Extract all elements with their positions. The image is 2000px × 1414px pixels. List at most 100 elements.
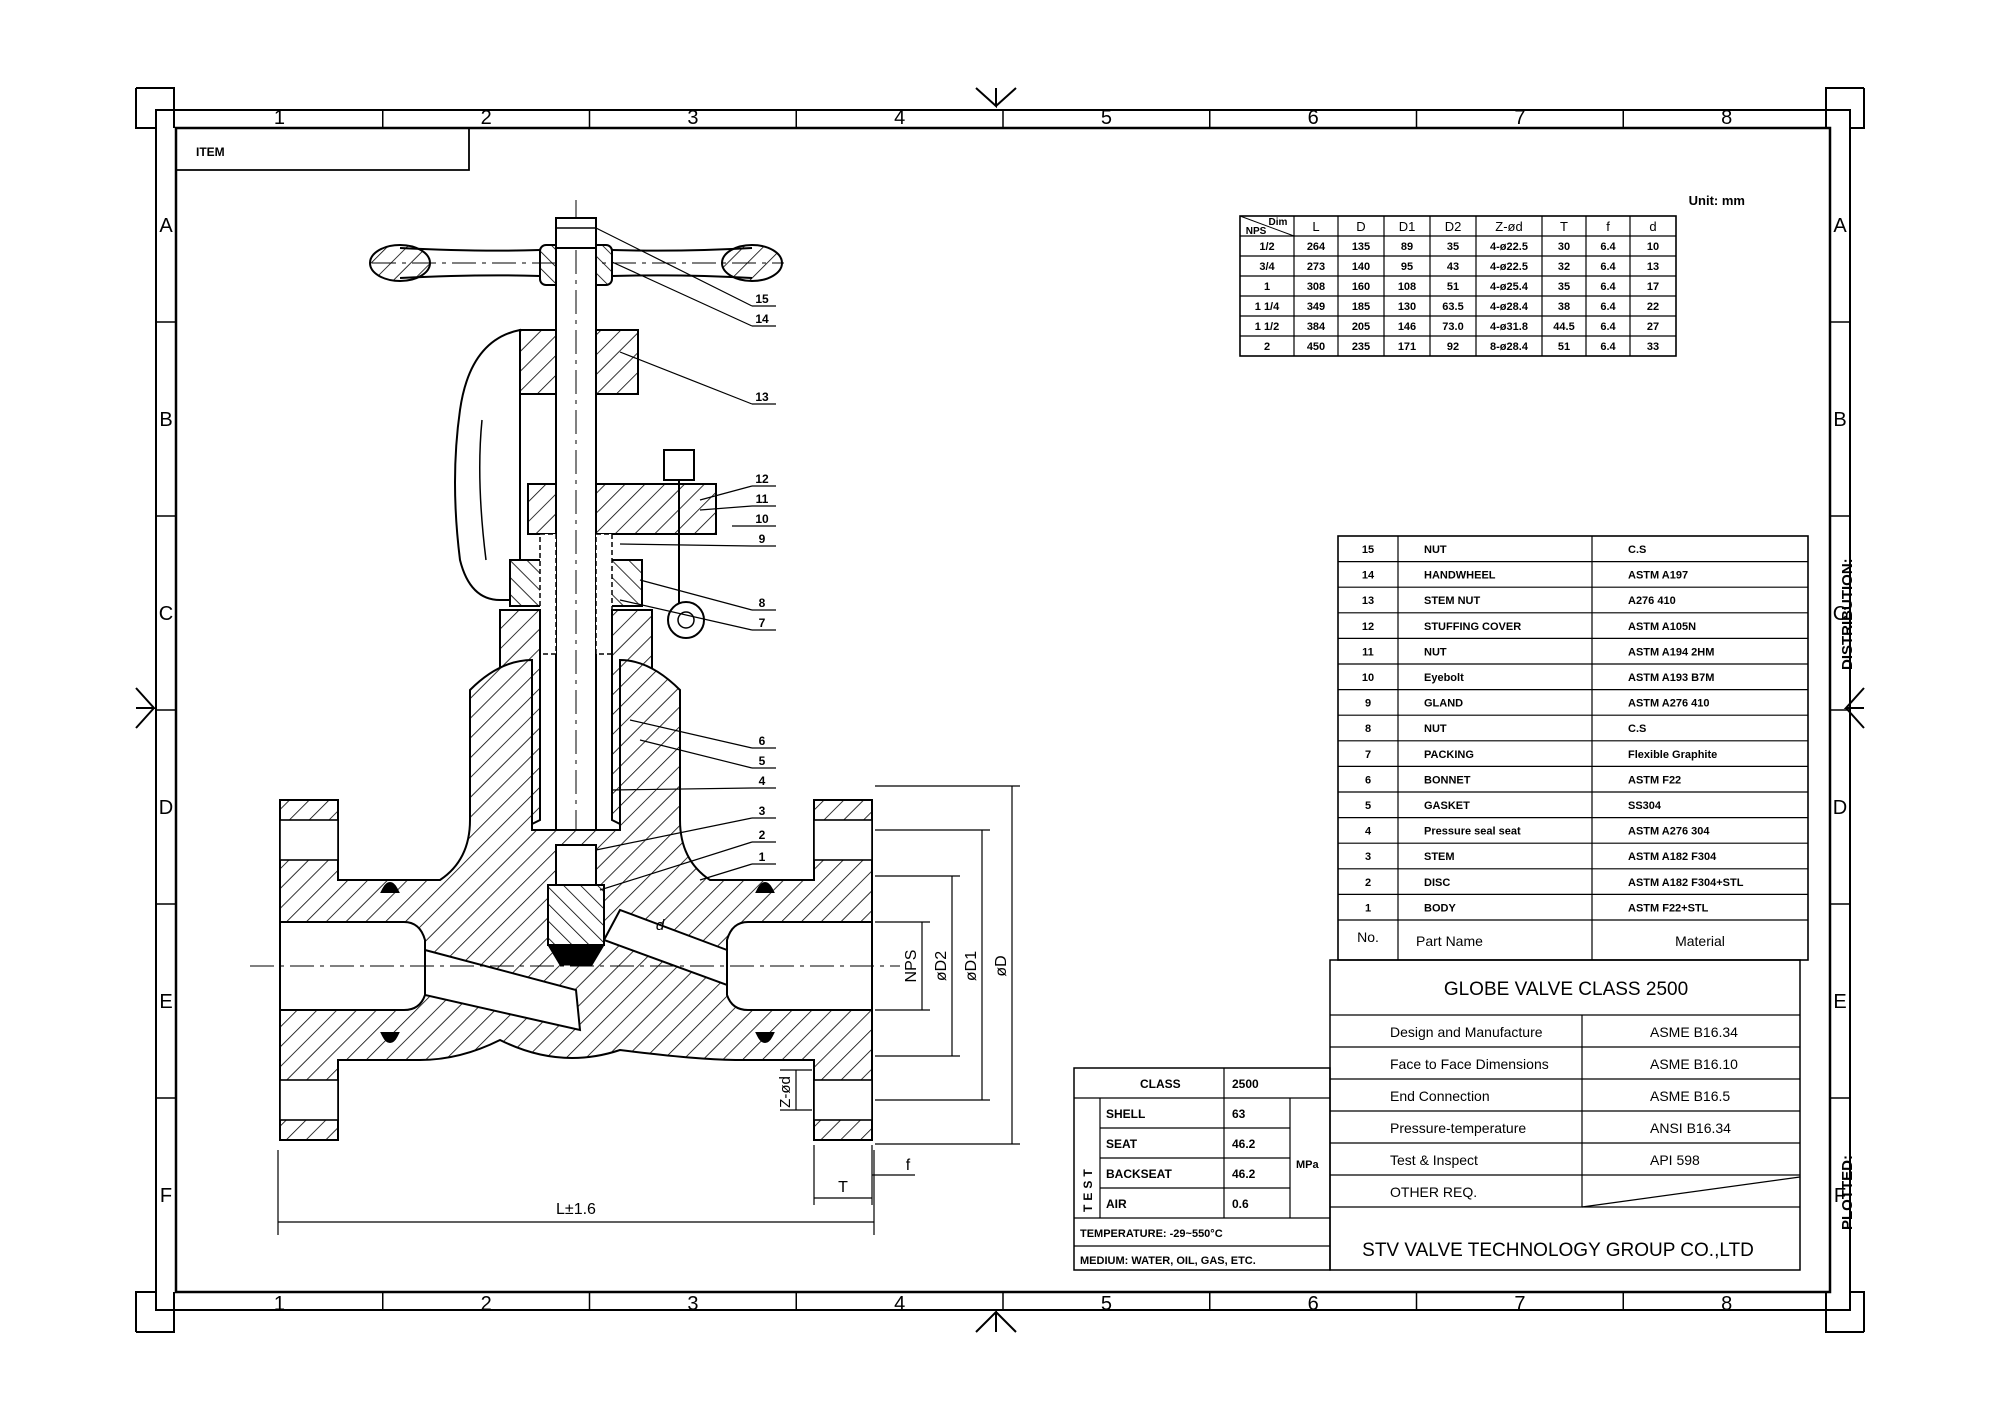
callout-number: 5 (759, 754, 766, 768)
row-label-right: D (1833, 797, 1847, 819)
column-label-top: 8 (1721, 107, 1732, 129)
column-label-bottom: 3 (687, 1293, 698, 1315)
column-label-bottom: 1 (274, 1293, 285, 1315)
part-material: A276 410 (1628, 595, 1676, 607)
test-row-value: 63 (1232, 1107, 1246, 1121)
row-label-left: D (159, 797, 173, 819)
column-label-bottom: 4 (894, 1293, 905, 1315)
part-material: Flexible Graphite (1628, 749, 1717, 761)
part-number: 3 (1365, 851, 1371, 863)
callout-number: 15 (755, 292, 769, 306)
dim-header: D1 (1399, 219, 1416, 234)
drawing-title: GLOBE VALVE CLASS 2500 (1444, 979, 1688, 1000)
yoke (454, 328, 521, 601)
dim-header: Z-ød (1495, 219, 1522, 234)
dim-cell: 6.4 (1600, 281, 1616, 293)
dim-cell: 135 (1352, 241, 1370, 253)
dim-header: L (1312, 219, 1319, 234)
part-name: STEM NUT (1424, 595, 1481, 607)
spec-label: End Connection (1390, 1088, 1490, 1104)
test-row-label: SHELL (1106, 1107, 1145, 1121)
spec-label: Face to Face Dimensions (1390, 1056, 1549, 1072)
part-number: 13 (1362, 595, 1374, 607)
dim-cell: 4-ø22.5 (1490, 241, 1528, 253)
row-label-right: E (1833, 991, 1846, 1013)
callout-number: 8 (759, 596, 766, 610)
part-name: NUT (1424, 646, 1447, 658)
part-material: ASTM F22 (1628, 774, 1681, 786)
test-row-value: 0.6 (1232, 1197, 1249, 1211)
part-material: ASTM F22+STL (1628, 902, 1709, 914)
test-row-label: SEAT (1106, 1137, 1138, 1151)
dim-cell: 185 (1352, 301, 1370, 313)
item-label: ITEM (196, 145, 225, 159)
dim-cell: 160 (1352, 281, 1370, 293)
dim-cell: 35 (1447, 241, 1459, 253)
part-name: NUT (1424, 544, 1447, 556)
column-label-bottom: 2 (481, 1293, 492, 1315)
part-name: DISC (1424, 877, 1450, 889)
part-number: 4 (1365, 826, 1372, 838)
top-nut (555, 217, 597, 249)
dim-T: T (838, 1179, 848, 1196)
part-name: Pressure seal seat (1424, 826, 1521, 838)
plotted-label: PLOTTED: (1839, 1155, 1856, 1230)
dim-cell: 6.4 (1600, 341, 1616, 353)
dim-cell: 4-ø28.4 (1490, 301, 1529, 313)
dim-cell: 4-ø31.8 (1490, 321, 1528, 333)
spec-value: ASME B16.34 (1650, 1024, 1738, 1040)
part-number: 9 (1365, 698, 1371, 710)
dim-cell: 4-ø25.4 (1490, 281, 1529, 293)
callout-number: 7 (759, 616, 766, 630)
dim-cell: 235 (1352, 341, 1370, 353)
row-label-left: F (160, 1185, 172, 1207)
dim-f: f (906, 1157, 911, 1174)
dim-D1: øD1 (963, 951, 980, 981)
dim-cell: 349 (1307, 301, 1325, 313)
dim-cell: 51 (1447, 281, 1459, 293)
column-label-bottom: 5 (1101, 1293, 1112, 1315)
spec-label: OTHER REQ. (1390, 1184, 1477, 1200)
dim-cell: 1 1/2 (1255, 321, 1279, 333)
dim-cell: 108 (1398, 281, 1416, 293)
callout-number: 13 (755, 390, 769, 404)
part-material: ASTM A276 410 (1628, 698, 1710, 710)
dim-header: D (1356, 219, 1365, 234)
dim-cell: 6.4 (1600, 241, 1616, 253)
part-name: GLAND (1424, 698, 1463, 710)
dim-cell: 1 1/4 (1255, 301, 1280, 313)
class-label: CLASS (1140, 1077, 1181, 1091)
part-material: ASTM A182 F304 (1628, 851, 1717, 863)
dim-cell: 171 (1398, 341, 1416, 353)
dim-cell: 205 (1352, 321, 1370, 333)
dim-cell: 95 (1401, 261, 1413, 273)
part-number: 8 (1365, 723, 1371, 735)
spec-label: Test & Inspect (1390, 1152, 1478, 1168)
dim-cell: 8-ø28.4 (1490, 341, 1529, 353)
test-row-label: AIR (1106, 1197, 1127, 1211)
row-label-right: A (1833, 215, 1847, 237)
part-number: 15 (1362, 544, 1374, 556)
part-number: 7 (1365, 749, 1371, 761)
dim-cell: 22 (1647, 301, 1659, 313)
dim-cell: 273 (1307, 261, 1325, 273)
part-material: ASTM A276 304 (1628, 826, 1710, 838)
part-name: STEM (1424, 851, 1455, 863)
part-name: STUFFING COVER (1424, 621, 1521, 633)
class-value: 2500 (1232, 1077, 1259, 1091)
column-label-top: 1 (274, 107, 285, 129)
column-label-top: 2 (481, 107, 492, 129)
part-number: 12 (1362, 621, 1374, 633)
dim-cell: 92 (1447, 341, 1459, 353)
dim-cell: 6.4 (1600, 261, 1616, 273)
part-material: C.S (1628, 723, 1646, 735)
part-material: ASTM A193 B7M (1628, 672, 1714, 684)
dim-cell: 33 (1647, 341, 1659, 353)
row-label-left: A (159, 215, 173, 237)
